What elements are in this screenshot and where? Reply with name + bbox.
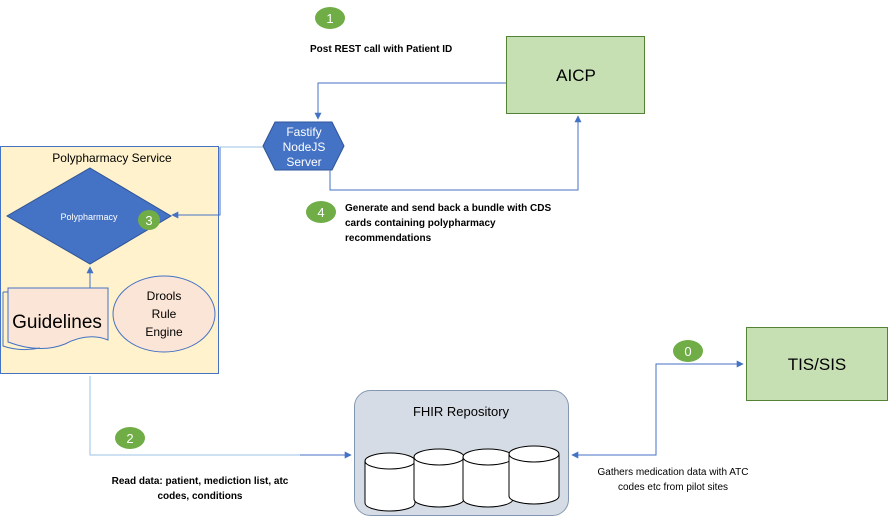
step-2-badge <box>115 427 145 449</box>
gathers-line1: Gathers medication data with ATC <box>598 467 749 478</box>
step-1-number: 1 <box>326 11 333 26</box>
fastify-line2: NodeJS <box>283 140 326 154</box>
polypharmacy-diamond-label: Polypharmacy <box>60 212 118 222</box>
step-0-badge <box>673 340 703 362</box>
aicp-box <box>506 36 645 114</box>
database-cylinder <box>364 452 416 512</box>
service-to-fhir-connector <box>89 376 351 456</box>
fastify-line3: Server <box>286 155 321 169</box>
database-cylinder <box>462 448 514 508</box>
fhir-repository-title: FHIR Repository <box>413 404 510 419</box>
database-cylinder <box>413 448 465 508</box>
step-2-number: 2 <box>126 431 133 446</box>
drools-line3: Engine <box>145 325 183 339</box>
drools-rule-engine <box>112 275 216 353</box>
polypharmacy-service-title: Polypharmacy Service <box>52 151 172 165</box>
step-1-badge <box>315 7 345 29</box>
read-line2: codes, conditions <box>157 491 242 502</box>
tis-sis-box <box>746 327 888 401</box>
database-cylinder <box>508 445 560 505</box>
fastify-line1: Fastify <box>286 125 321 139</box>
step-0-number: 0 <box>684 344 691 359</box>
fastify-server-hexagon <box>262 121 345 171</box>
step-4-number: 4 <box>317 205 324 220</box>
tis-fhir-connector <box>571 360 744 459</box>
step-4-badge <box>306 201 336 223</box>
step-3-number: 3 <box>145 213 152 228</box>
polypharmacy-decision-diamond <box>6 167 172 265</box>
read-line1: Read data: patient, mediction list, atc <box>112 476 289 487</box>
fastify-to-polypharmacy-connector <box>171 147 221 219</box>
tis-sis-label: TIS/SIS <box>788 355 847 374</box>
aicp-to-fastify-arrow <box>314 82 506 120</box>
guidelines-label: Guidelines <box>12 312 102 333</box>
drools-line2: Rule <box>152 307 177 321</box>
generate-line2: cards containing polypharmacy <box>345 218 496 229</box>
guidelines-shape <box>7 287 109 349</box>
aicp-label: AICP <box>556 66 596 85</box>
step-3-badge <box>138 210 160 230</box>
gathers-line2: codes etc from pilot sites <box>618 482 728 493</box>
generate-line1: Generate and send back a bundle with CDS <box>345 203 551 214</box>
fastify-to-aicp-arrow <box>329 115 582 191</box>
post-rest-annotation: Post REST call with Patient ID <box>310 44 452 55</box>
drools-line1: Drools <box>147 289 182 303</box>
generate-line3: recommendations <box>345 233 432 244</box>
guidelines-shadow-edge <box>2 291 41 351</box>
